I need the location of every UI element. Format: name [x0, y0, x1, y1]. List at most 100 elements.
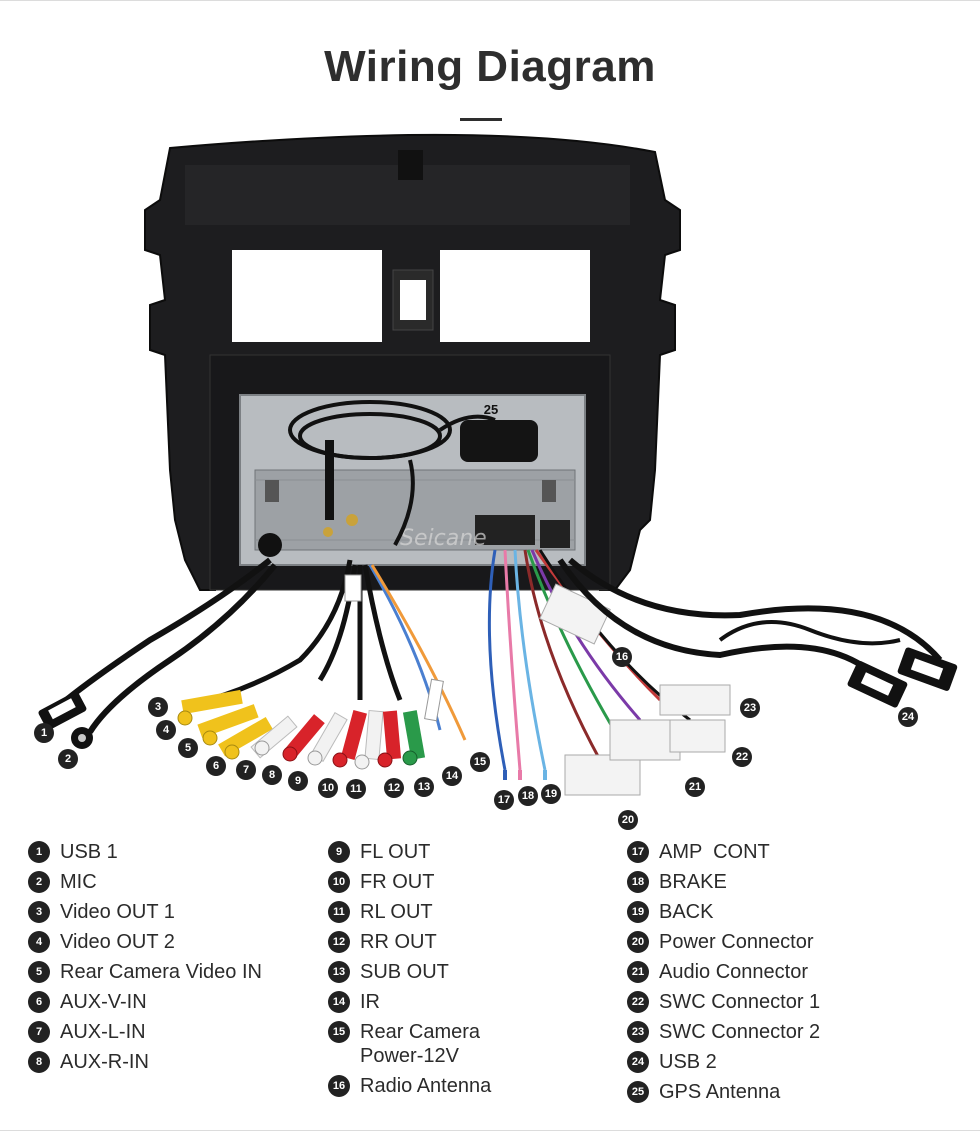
legend-label: FR OUT: [360, 871, 435, 893]
legend-item: 17 AMP CONT: [627, 840, 957, 864]
legend-label: Video OUT 2: [60, 931, 175, 953]
legend-item: 6 AUX-V-IN: [28, 990, 318, 1014]
legend-number: 13: [328, 961, 350, 983]
legend-number: 2: [28, 871, 50, 893]
legend-label: Power Connector: [659, 931, 814, 953]
legend-number: 3: [28, 901, 50, 923]
legend-item: 20 Power Connector: [627, 930, 957, 954]
legend-number: 21: [627, 961, 649, 983]
callout-8: 8: [262, 765, 282, 785]
wiring-illustration: Seicane: [38, 133, 958, 796]
legend-item: 18 BRAKE: [627, 870, 957, 894]
legend-item: 11 RL OUT: [328, 900, 608, 924]
legend-label: Radio Antenna: [360, 1075, 492, 1097]
callout-21: 21: [685, 777, 705, 797]
legend-item: 10 FR OUT: [328, 870, 608, 894]
legend-label: AUX-R-IN: [60, 1051, 149, 1073]
legend-label: AUX-V-IN: [60, 991, 147, 1013]
legend-number: 8: [28, 1051, 50, 1073]
page-title: Wiring Diagram: [324, 42, 656, 91]
legend-label: IR: [360, 991, 380, 1013]
callout-15: 15: [470, 752, 490, 772]
legend-label: Video OUT 1: [60, 901, 175, 923]
callout-16: 16: [612, 647, 632, 667]
legend-item: 13 SUB OUT: [328, 960, 608, 984]
callout-23: 23: [740, 698, 760, 718]
legend-number: 16: [328, 1075, 350, 1097]
callout-2: 2: [58, 749, 78, 769]
legend-number: 18: [627, 871, 649, 893]
callout-3: 3: [148, 697, 168, 717]
legend-item: 19 BACK: [627, 900, 957, 924]
legend-label: GPS Antenna: [659, 1081, 781, 1103]
legend-number: 17: [627, 841, 649, 863]
callout-13: 13: [414, 777, 434, 797]
legend-column-3: 17 AMP CONT 18 BRAKE 19 BACK 20 Power Connec…: [627, 840, 957, 1110]
legend-item: 12 RR OUT: [328, 930, 608, 954]
callout-17: 17: [494, 790, 514, 810]
legend-label: AUX-L-IN: [60, 1021, 146, 1043]
legend-number: 24: [627, 1051, 649, 1073]
legend-number: 10: [328, 871, 350, 893]
legend-item: 14 IR: [328, 990, 608, 1014]
legend-label: SWC Connector 2: [659, 1021, 821, 1043]
legend-number: 11: [328, 901, 350, 923]
legend-item: 15 Rear Camera Power-12V: [328, 1020, 608, 1068]
legend-label: BACK: [659, 901, 714, 923]
legend-label: SUB OUT: [360, 961, 449, 983]
legend-item: 22 SWC Connector 1: [627, 990, 957, 1014]
legend-item: 16 Radio Antenna: [328, 1074, 608, 1098]
legend-number: 5: [28, 961, 50, 983]
callout-22: 22: [732, 747, 752, 767]
legend-number: 25: [627, 1081, 649, 1103]
legend-label: SWC Connector 1: [659, 991, 821, 1013]
gps-antenna-graphic: [288, 400, 538, 546]
legend-item: 3 Video OUT 1: [28, 900, 318, 924]
legend-item: 7 AUX-L-IN: [28, 1020, 318, 1044]
legend-label: Rear Camera Power-12V: [360, 1021, 481, 1067]
legend-label: RR OUT: [360, 931, 437, 953]
legend-item: 25 GPS Antenna: [627, 1080, 957, 1104]
callout-10: 10: [318, 778, 338, 798]
legend-label: USB 1: [60, 841, 118, 863]
legend-item: 4 Video OUT 2: [28, 930, 318, 954]
legend-item: 24 USB 2: [627, 1050, 957, 1074]
callout-12: 12: [384, 778, 404, 798]
callout-20: 20: [618, 810, 638, 830]
rca-harness: [177, 559, 467, 770]
usb2-cables: [557, 557, 958, 708]
legend-label: AMP CONT: [659, 841, 770, 863]
legend-label: BRAKE: [659, 871, 727, 893]
legend-item: 8 AUX-R-IN: [28, 1050, 318, 1074]
legend-number: 15: [328, 1021, 350, 1043]
callout-4: 4: [156, 720, 176, 740]
legend-label: FL OUT: [360, 841, 431, 863]
legend-number: 20: [627, 931, 649, 953]
top-divider: [0, 0, 980, 1]
callout-7: 7: [236, 760, 256, 780]
callout-9: 9: [288, 771, 308, 791]
legend-number: 4: [28, 931, 50, 953]
legend-number: 14: [328, 991, 350, 1013]
legend-number: 7: [28, 1021, 50, 1043]
legend-number: 22: [627, 991, 649, 1013]
callout-24: 24: [898, 707, 918, 727]
legend-label: RL OUT: [360, 901, 433, 923]
legend-number: 12: [328, 931, 350, 953]
main-harness: [487, 549, 731, 796]
title-underline: [460, 118, 502, 121]
callout-1: 1: [34, 723, 54, 743]
callout-25: 25: [483, 402, 499, 417]
legend-number: 6: [28, 991, 50, 1013]
callout-5: 5: [178, 738, 198, 758]
legend-number: 19: [627, 901, 649, 923]
legend-label: USB 2: [659, 1051, 717, 1073]
legend-number: 1: [28, 841, 50, 863]
callout-19: 19: [541, 784, 561, 804]
